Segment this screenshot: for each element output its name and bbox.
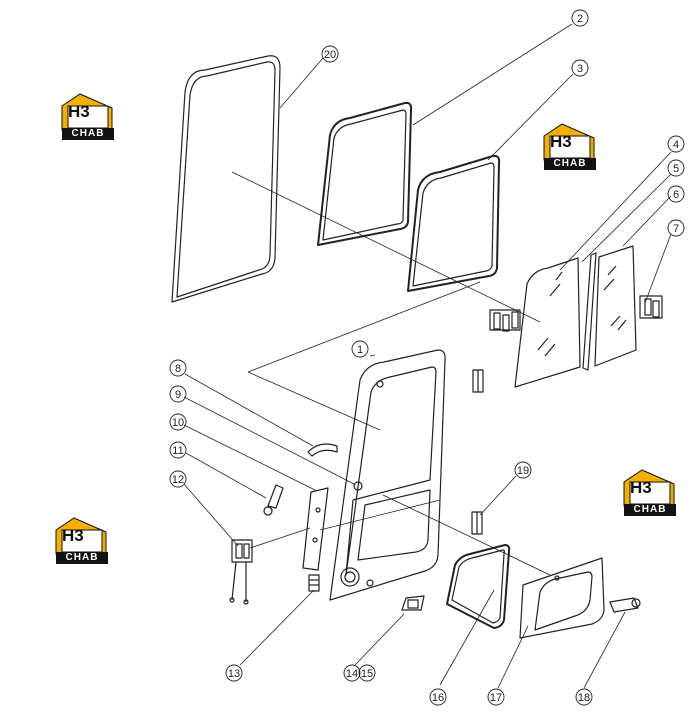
logo-text: CHAB xyxy=(56,552,108,564)
logo-mark: H3 xyxy=(630,478,652,497)
svg-text:12: 12 xyxy=(172,474,184,486)
part-18-fastener xyxy=(609,597,641,613)
svg-text:2: 2 xyxy=(577,13,583,25)
part-20-window-glass xyxy=(171,55,281,303)
brand-logo-watermark: H3 CHAB xyxy=(540,122,602,180)
svg-text:18: 18 xyxy=(578,692,590,704)
part-13-bracket xyxy=(308,574,320,592)
callout-1: 1 xyxy=(351,340,369,358)
callout-14: 14 xyxy=(343,664,361,682)
assembly-lines xyxy=(231,171,551,576)
logo-text: CHAB xyxy=(544,158,596,170)
part-8-handle xyxy=(307,443,338,457)
logo-mark: H3 xyxy=(550,132,572,151)
brand-logo-watermark: H3 CHAB xyxy=(52,516,114,574)
svg-text:11: 11 xyxy=(172,445,183,457)
svg-text:9: 9 xyxy=(175,389,181,401)
callout-17: 17 xyxy=(487,688,505,706)
logo-mark: H3 xyxy=(62,526,84,545)
svg-text:19: 19 xyxy=(517,465,529,477)
svg-text:16: 16 xyxy=(432,692,444,704)
callout-15: 15 xyxy=(358,664,376,682)
callout-12: 12 xyxy=(169,470,187,488)
part-10-trim-plate xyxy=(302,487,329,571)
callout-8: 8 xyxy=(169,359,187,377)
house-logo-icon xyxy=(61,93,113,131)
door-hinge-lower xyxy=(471,511,483,535)
rail-bracket xyxy=(489,309,521,332)
callout-16: 16 xyxy=(429,688,447,706)
logo-text: CHAB xyxy=(624,504,676,516)
svg-text:4: 4 xyxy=(673,139,679,151)
part-16-seal xyxy=(446,544,511,629)
callout-6: 6 xyxy=(667,185,685,203)
callout-4: 4 xyxy=(667,135,685,153)
svg-text:20: 20 xyxy=(324,49,336,61)
svg-text:3: 3 xyxy=(577,63,583,75)
svg-text:8: 8 xyxy=(175,363,181,375)
door-hinge-upper xyxy=(472,369,484,393)
svg-text:14: 14 xyxy=(346,668,358,680)
svg-text:17: 17 xyxy=(490,692,502,704)
part-2-seal xyxy=(317,101,413,246)
house-logo-icon xyxy=(623,469,675,507)
part-5-strip xyxy=(582,252,597,371)
brand-logo-watermark: H3 CHAB xyxy=(58,92,120,150)
callout-5: 5 xyxy=(667,159,685,177)
house-logo-icon xyxy=(55,517,107,555)
callout-9: 9 xyxy=(169,385,187,403)
logo-mark: H3 xyxy=(68,102,90,121)
brand-logo-watermark: H3 CHAB xyxy=(620,468,682,526)
part-6-sliding-glass xyxy=(594,245,637,367)
svg-text:15: 15 xyxy=(361,668,373,680)
part-11-lock-rod xyxy=(263,484,284,516)
callout-13: 13 xyxy=(225,664,243,682)
logo-text: CHAB xyxy=(62,128,114,140)
part-14-15-latch xyxy=(401,595,425,611)
callout-3: 3 xyxy=(571,59,589,77)
callout-20: 20 xyxy=(321,45,339,63)
callout-18: 18 xyxy=(575,688,593,706)
svg-text:7: 7 xyxy=(673,223,679,235)
callout-7: 7 xyxy=(667,219,685,237)
svg-text:5: 5 xyxy=(673,163,679,175)
part-1-door-frame xyxy=(329,349,446,601)
callout-2: 2 xyxy=(571,9,589,27)
part-4-sliding-glass xyxy=(514,257,581,388)
callout-19: 19 xyxy=(514,461,532,479)
callout-10: 10 xyxy=(169,413,187,431)
svg-text:13: 13 xyxy=(228,668,240,680)
callout-11: 11 xyxy=(169,441,187,459)
svg-text:1: 1 xyxy=(357,344,363,356)
svg-text:6: 6 xyxy=(673,189,679,201)
part-17-lower-panel xyxy=(519,557,605,639)
part-3-seal xyxy=(407,154,501,292)
svg-text:10: 10 xyxy=(172,417,184,429)
part-7-hinge-bracket xyxy=(639,295,663,319)
part-12-lock-assembly xyxy=(229,539,253,605)
leader-lines xyxy=(183,23,672,689)
